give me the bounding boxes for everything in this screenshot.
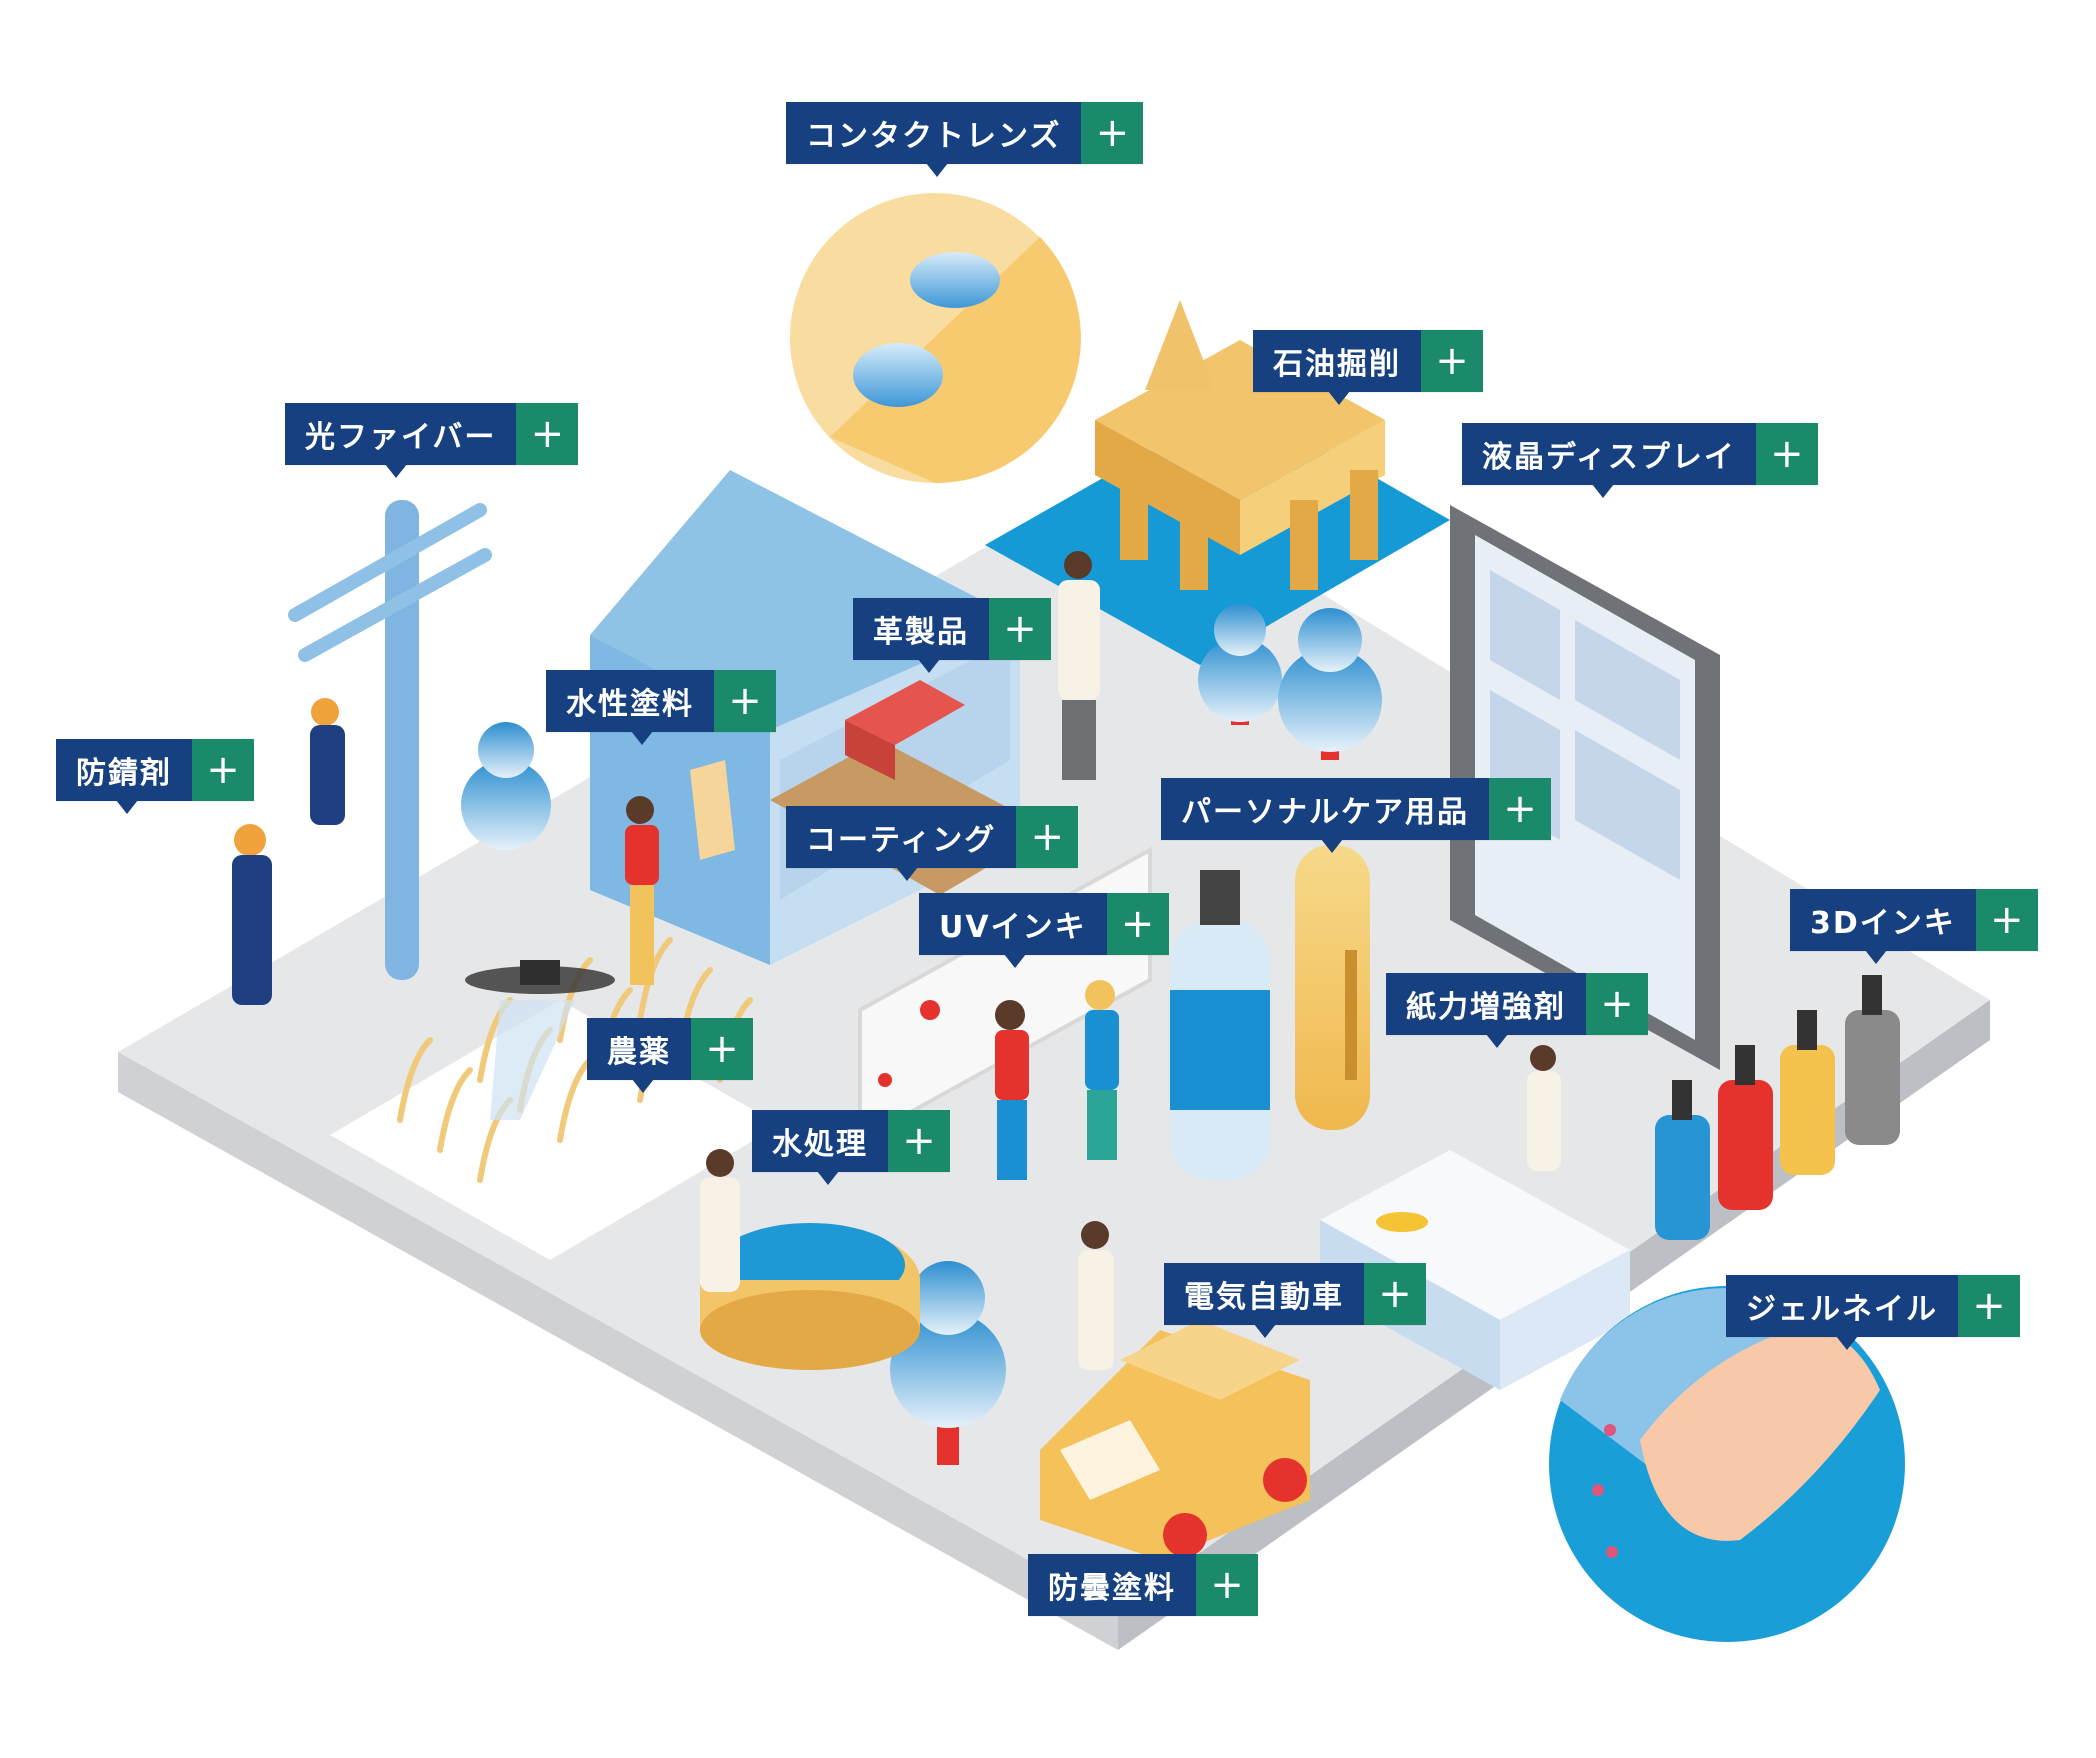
- tag-optical-fiber[interactable]: 光ファイバー +: [285, 403, 579, 478]
- tag-label: 電気自動車: [1164, 1263, 1364, 1325]
- worker-figure: [232, 824, 272, 1005]
- plus-icon[interactable]: +: [1081, 102, 1144, 164]
- paper-scientist-figure: [1527, 1045, 1561, 1171]
- tag-water-treatment[interactable]: 水処理 +: [752, 1110, 950, 1185]
- tag-label: 3Dインキ: [1790, 889, 1976, 951]
- tag-label: 農薬: [587, 1018, 691, 1080]
- tag-label: 革製品: [853, 598, 989, 660]
- painter-figure: [625, 796, 659, 985]
- tag-anti-rust[interactable]: 防錆剤 +: [56, 739, 254, 814]
- tag-water-paint[interactable]: 水性塗料 +: [546, 670, 776, 745]
- plus-icon[interactable]: +: [691, 1018, 753, 1080]
- tag-label: 防錆剤: [56, 739, 192, 801]
- plus-icon[interactable]: +: [1196, 1554, 1258, 1616]
- personal-care-bottles: [1170, 845, 1370, 1180]
- tag-ev[interactable]: 電気自動車 +: [1164, 1263, 1426, 1338]
- tag-paper-strength[interactable]: 紙力増強剤 +: [1386, 973, 1648, 1048]
- tag-gel-nail[interactable]: ジェルネイル +: [1726, 1275, 2020, 1350]
- tag-pointer: [116, 800, 138, 814]
- tag-label: 光ファイバー: [285, 403, 517, 465]
- tag-pointer: [1321, 839, 1343, 853]
- plus-icon[interactable]: +: [1755, 423, 1818, 485]
- tag-pointer: [1836, 1336, 1858, 1350]
- contact-lens-circle: [790, 193, 1081, 484]
- tag-label: UVインキ: [919, 893, 1107, 955]
- tag-pointer: [1004, 954, 1026, 968]
- tag-contact-lens[interactable]: コンタクトレンズ +: [786, 102, 1144, 177]
- tag-label: 水性塗料: [546, 670, 714, 732]
- tag-leather[interactable]: 革製品 +: [853, 598, 1051, 673]
- tag-label: 防曇塗料: [1028, 1554, 1196, 1616]
- tag-pointer: [926, 163, 948, 177]
- scientist-figure: [1058, 551, 1100, 780]
- plus-icon[interactable]: +: [714, 670, 776, 732]
- plus-icon[interactable]: +: [1489, 778, 1551, 840]
- tag-uv-ink[interactable]: UVインキ +: [919, 893, 1169, 968]
- plus-icon[interactable]: +: [1364, 1263, 1426, 1325]
- tag-personal-care[interactable]: パーソナルケア用品 +: [1161, 778, 1551, 853]
- water-basin-illustration: [700, 1223, 920, 1370]
- tag-label: 水処理: [752, 1110, 888, 1172]
- people: [232, 551, 1561, 1370]
- tag-pointer: [817, 1171, 839, 1185]
- plus-icon[interactable]: +: [192, 739, 254, 801]
- plus-icon[interactable]: +: [888, 1110, 950, 1172]
- tag-pointer: [896, 867, 918, 881]
- tag-pointer: [1592, 484, 1614, 498]
- plus-icon[interactable]: +: [989, 598, 1051, 660]
- tag-label: コンタクトレンズ: [786, 102, 1082, 164]
- tag-pointer: [1254, 1324, 1276, 1338]
- plus-icon[interactable]: +: [516, 403, 579, 465]
- tag-pointer: [1328, 391, 1350, 405]
- electric-van-illustration: [1040, 1320, 1310, 1560]
- woman-blue-figure: [1085, 980, 1119, 1160]
- utility-pole-illustration: [288, 500, 492, 980]
- tag-lcd[interactable]: 液晶ディスプレイ +: [1462, 423, 1818, 498]
- tag-pointer: [631, 731, 653, 745]
- plus-icon[interactable]: +: [1106, 893, 1169, 955]
- tag-pointer: [385, 464, 407, 478]
- tag-anti-fog[interactable]: 防曇塗料 +: [1028, 1554, 1258, 1616]
- drone-illustration: [465, 960, 615, 1120]
- tag-pointer: [918, 659, 940, 673]
- tag-agro[interactable]: 農薬 +: [587, 1018, 753, 1093]
- tag-pointer: [1486, 1034, 1508, 1048]
- trees: [461, 604, 1382, 1465]
- tag-label: 紙力増強剤: [1386, 973, 1586, 1035]
- woman-red-figure: [995, 1000, 1029, 1180]
- basin-scientist-figure: [700, 1149, 740, 1292]
- tag-label: コーティング: [786, 806, 1017, 868]
- tag-pointer: [1865, 950, 1887, 964]
- plus-icon[interactable]: +: [1421, 330, 1483, 392]
- tag-label: ジェルネイル: [1726, 1275, 1958, 1337]
- tag-label: 液晶ディスプレイ: [1462, 423, 1756, 485]
- gel-nail-circle: [1549, 1286, 1905, 1642]
- plus-icon[interactable]: +: [1016, 806, 1079, 868]
- tag-3d-ink[interactable]: 3Dインキ +: [1790, 889, 2038, 964]
- tag-oil-drilling[interactable]: 石油掘削 +: [1253, 330, 1483, 405]
- tag-label: 石油掘削: [1253, 330, 1421, 392]
- tag-pointer: [632, 1079, 654, 1093]
- flask-scientist-figure: [1078, 1221, 1114, 1370]
- climber-figure: [310, 698, 345, 825]
- plus-icon[interactable]: +: [1958, 1275, 2020, 1337]
- tag-label: パーソナルケア用品: [1161, 778, 1489, 840]
- plus-icon[interactable]: +: [1586, 973, 1648, 1035]
- plus-icon[interactable]: +: [1975, 889, 2038, 951]
- tag-coating[interactable]: コーティング +: [786, 806, 1079, 881]
- ink-bottles-illustration: [1655, 975, 1900, 1240]
